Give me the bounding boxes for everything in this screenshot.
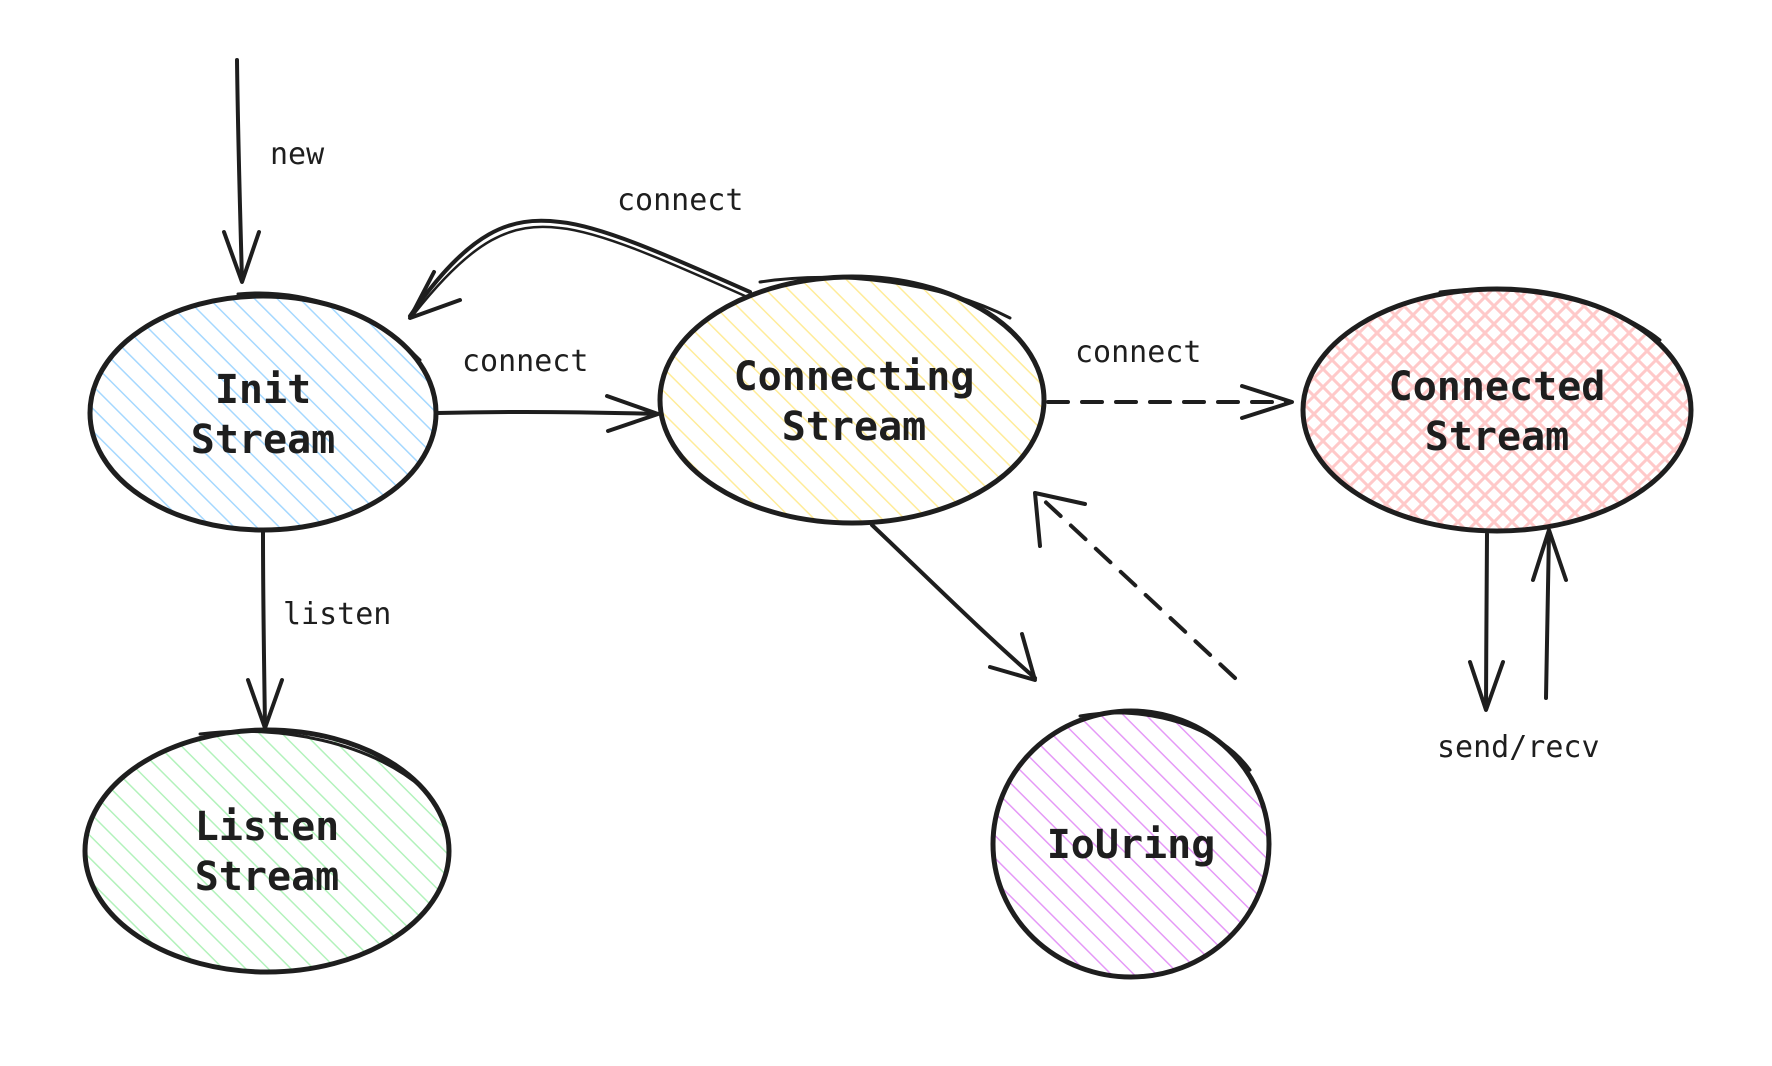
- edge-new-line: [235, 58, 244, 282]
- node-iouring-outline: [990, 708, 1272, 980]
- edge-from-iouring: [1033, 491, 1237, 680]
- edge-send-recv-down-arrowhead: [1468, 660, 1505, 712]
- node-connected-stream-fill: [1303, 289, 1691, 531]
- edge-to-iouring-arrowhead: [988, 632, 1037, 682]
- node-listen-stream-fill: [86, 730, 448, 972]
- node-listen-stream-label-line2: Stream: [195, 854, 340, 900]
- node-init-stream: Init Stream: [87, 291, 439, 533]
- edge-from-iouring-line: [1036, 493, 1237, 680]
- node-listen-stream: Listen Stream: [82, 727, 452, 975]
- edge-new-label: new: [270, 137, 325, 172]
- edge-send-recv-up-line: [1544, 530, 1551, 700]
- node-init-stream-label-line1: Init: [215, 367, 311, 413]
- edge-listen-label: listen: [283, 597, 391, 632]
- node-connecting-stream-label-line2: Stream: [782, 404, 927, 450]
- node-iouring: IoUring: [990, 708, 1272, 980]
- edge-connect-back-line-sketch: [412, 225, 747, 316]
- node-init-stream-sketch-stroke: [236, 291, 422, 362]
- edge-connect-forward-label: connect: [462, 344, 588, 379]
- edge-connect-connected-label: connect: [1075, 335, 1201, 370]
- edge-send-recv-down-line: [1484, 532, 1489, 710]
- edge-to-iouring-line: [870, 523, 1037, 680]
- edge-connect-back-line: [408, 218, 752, 318]
- node-connecting-stream-fill: [660, 277, 1044, 523]
- edge-to-iouring: [870, 523, 1037, 682]
- edge-listen: listen: [246, 530, 391, 730]
- node-connecting-stream-sketch-stroke: [758, 276, 1012, 320]
- edge-connect-back-label: connect: [617, 183, 743, 218]
- node-connecting-stream-label-line1: Connecting: [734, 354, 975, 400]
- node-connected-stream: Connected Stream: [1300, 286, 1694, 534]
- node-listen-stream-outline: [82, 727, 452, 975]
- node-connected-stream-label-line1: Connected: [1389, 364, 1606, 410]
- edge-send-recv: send/recv: [1437, 528, 1600, 765]
- edge-connect-connected-arrowhead: [1240, 384, 1294, 420]
- edge-send-recv-label: send/recv: [1437, 730, 1600, 765]
- edge-connect-forward-line: [435, 409, 658, 416]
- node-init-stream-fill: [91, 296, 435, 530]
- edge-connect-forward: connect: [435, 344, 660, 433]
- node-iouring-label: IoUring: [1047, 822, 1216, 868]
- edge-listen-line: [261, 530, 267, 728]
- node-iouring-sketch-stroke: [1078, 711, 1252, 772]
- node-listen-stream-label-line1: Listen: [195, 804, 340, 850]
- node-init-stream-label-line2: Stream: [191, 417, 336, 463]
- edge-new: new: [222, 58, 325, 284]
- edge-new-arrowhead: [222, 230, 261, 284]
- edge-connect-connected: connect: [1046, 335, 1294, 420]
- node-listen-stream-sketch-stroke: [198, 729, 427, 792]
- node-connected-stream-label-line2: Stream: [1425, 414, 1570, 460]
- edge-connect-forward-arrowhead: [605, 394, 660, 433]
- node-iouring-fill: [993, 711, 1269, 977]
- edge-from-iouring-arrowhead: [1033, 491, 1087, 548]
- edge-connect-back-arrowhead: [408, 270, 462, 320]
- node-connected-stream-sketch-stroke: [1438, 287, 1662, 342]
- node-connecting-stream: Connecting Stream: [657, 274, 1047, 526]
- edge-send-recv-up-arrowhead: [1531, 528, 1568, 582]
- edge-listen-arrowhead: [246, 678, 284, 730]
- edge-connect-back: connect: [408, 183, 752, 320]
